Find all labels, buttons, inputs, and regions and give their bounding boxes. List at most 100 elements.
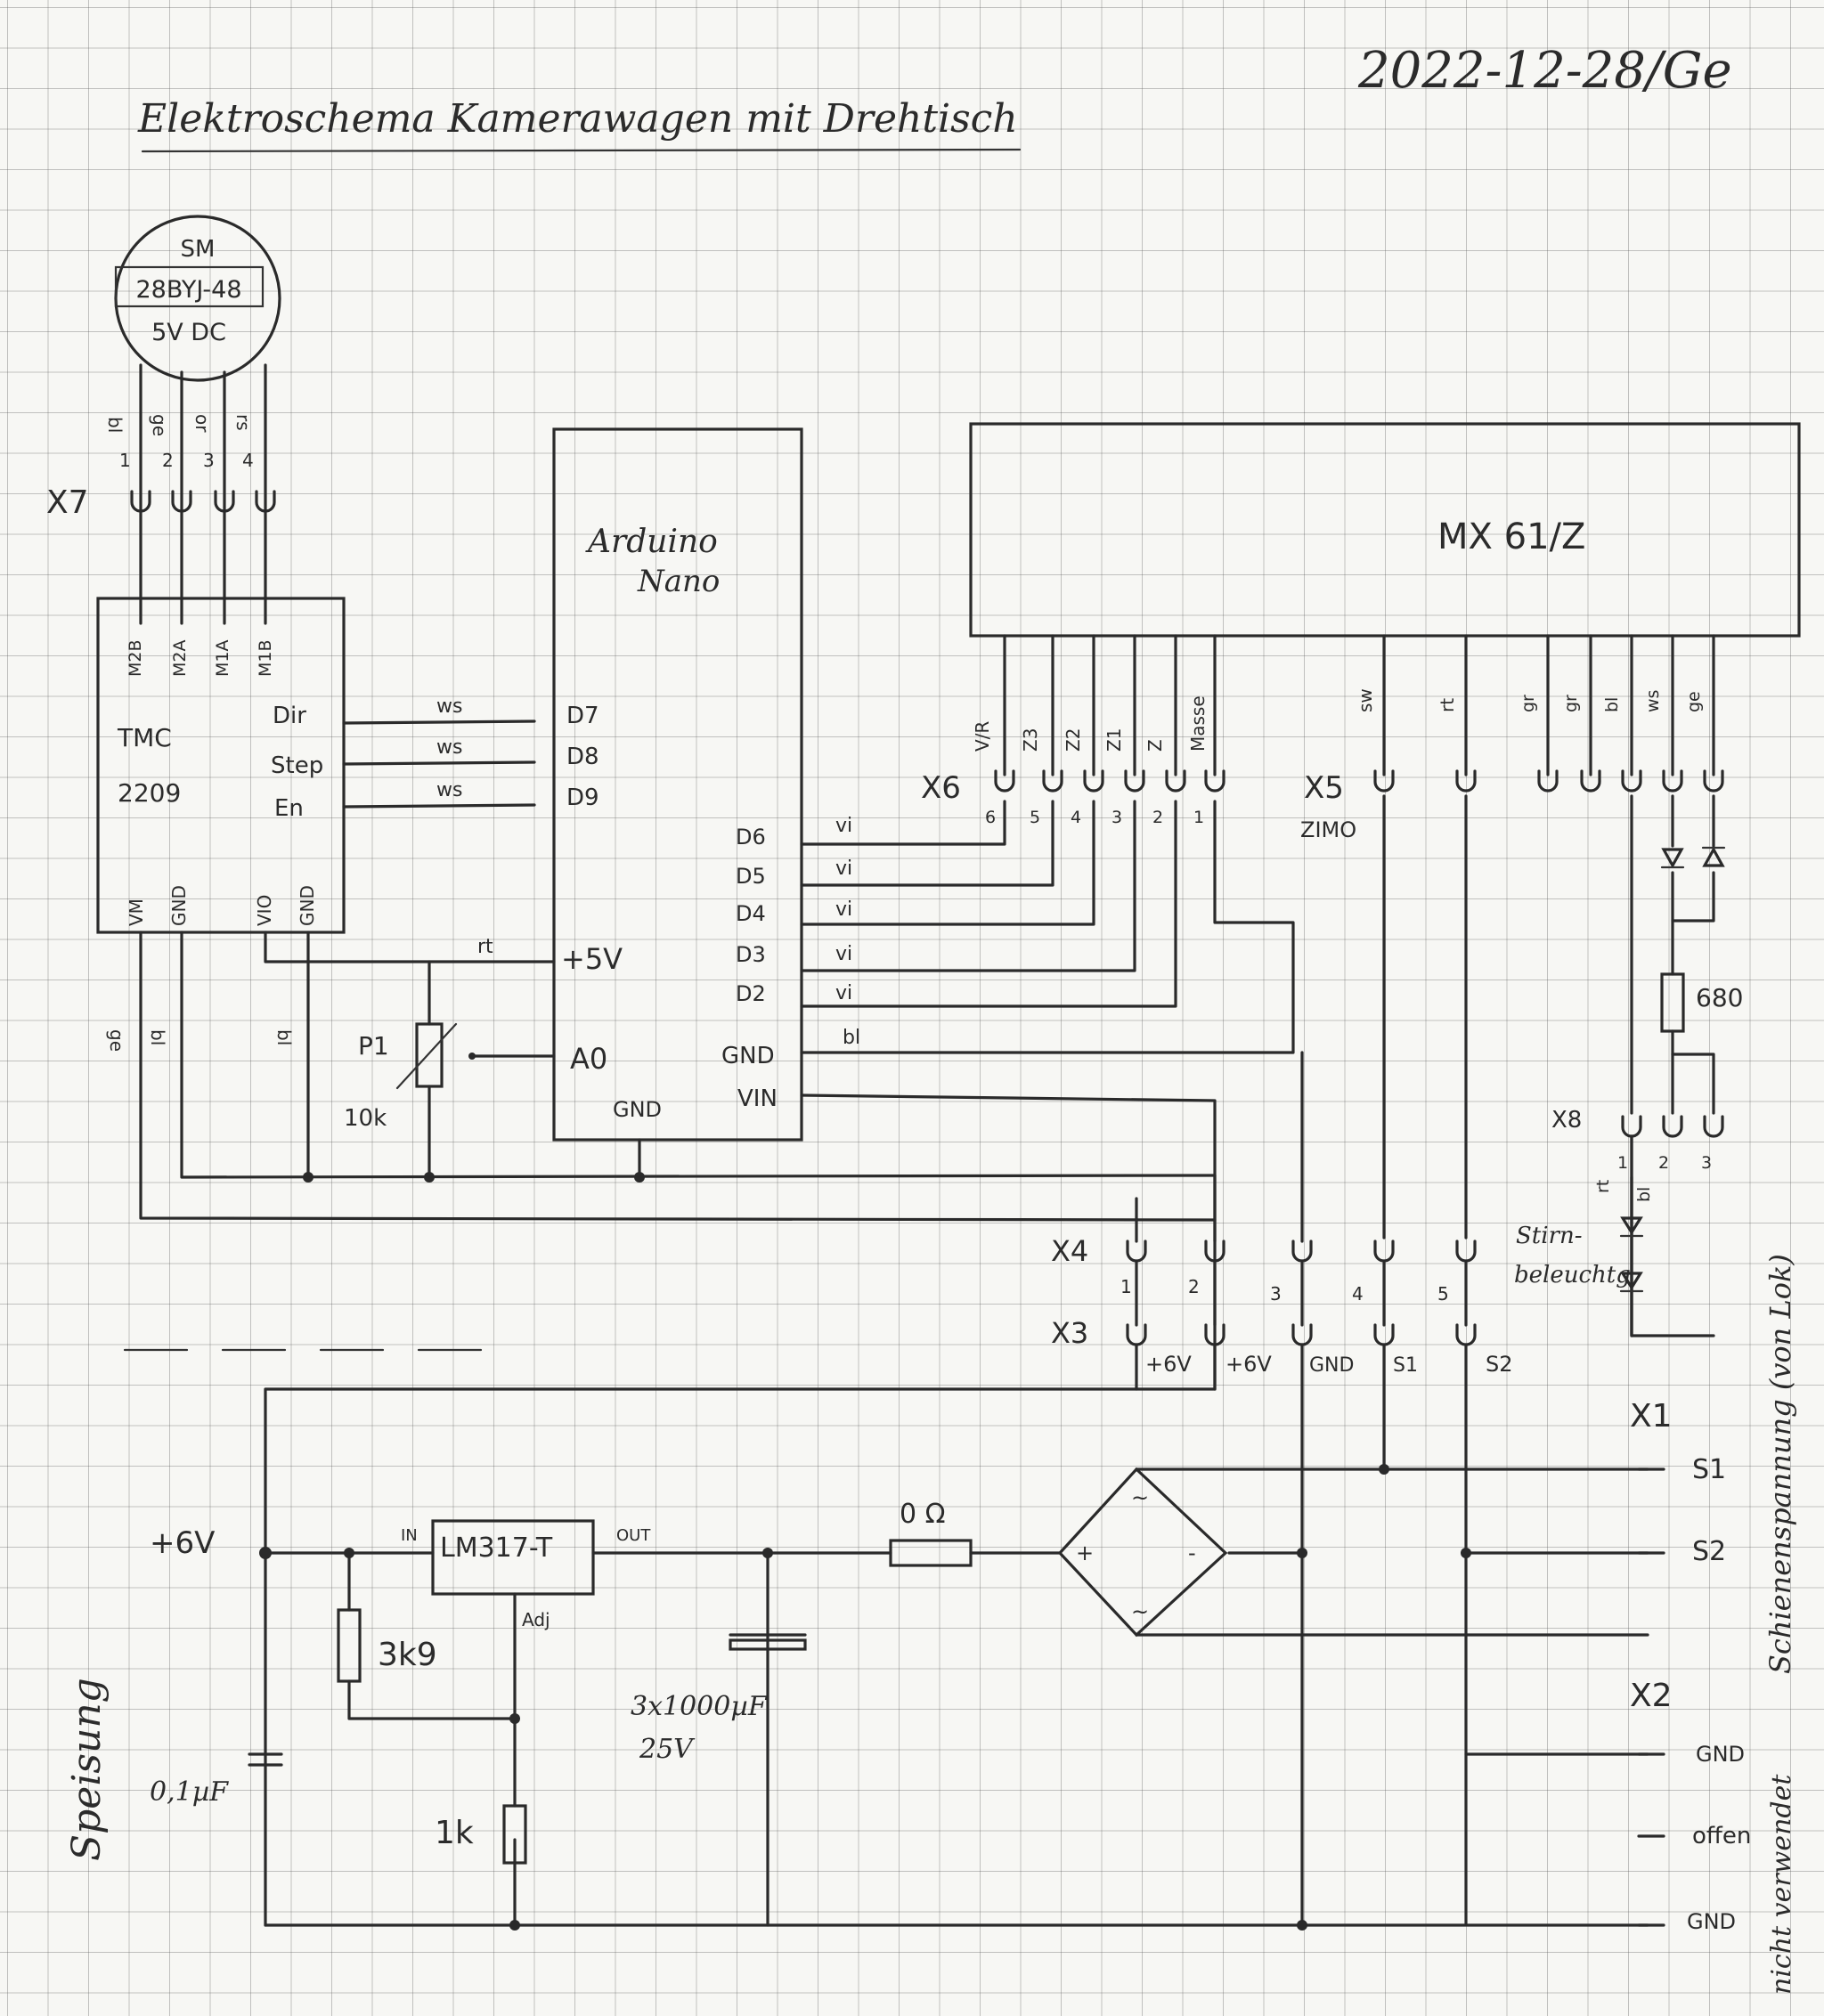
x1-s1-label: S1 [1692,1454,1726,1485]
arduino-pin-d8: D8 [566,744,599,770]
junction-gnd-3 [634,1172,645,1183]
schematic-title: Elektroschema Kamerawagen mit Drehtisch [137,96,1018,142]
wire-label-ws-3: ws [436,779,462,801]
capacitor-bank-label-1: 3x1000µF [631,1691,768,1722]
x2-offen-label: offen [1692,1823,1751,1849]
x34-pin-1: 1 [1120,1276,1132,1297]
tmc-pin-m1a: M1A [213,640,232,677]
junction-supply-5 [509,1920,520,1931]
junction-supply-4 [762,1548,773,1558]
x6-label-masse: Masse [1187,695,1209,752]
arduino-pin-d9: D9 [566,784,599,811]
junction-supply-2 [344,1548,354,1558]
date-signature: 2022-12-28/Ge [1357,42,1732,100]
wire-label-ws-1: ws [436,695,462,718]
x2-terminals [1637,1752,1665,1927]
x6-pin-1: 1 [1193,808,1204,827]
connector-x5-sub: ZIMO [1300,817,1356,842]
tmc-pin-en: En [274,795,304,822]
x5-label-ge: ge [1684,691,1704,712]
resistor-1k-label: 1k [435,1815,474,1851]
motor-wire-color-2: ge [149,414,170,436]
x6-label-z2: Z2 [1063,728,1084,752]
regulator-name: LM317-T [440,1532,553,1564]
arduino-pin-d4: D4 [736,901,766,926]
arduino-pin-gnd-right: GND [721,1043,775,1069]
arduino-pin-d5: D5 [736,864,766,889]
x6-pin-4: 4 [1071,808,1081,827]
svg-text:+: + [1076,1540,1094,1565]
tmc-pin-step: Step [271,752,323,779]
wire-label-vi-5: vi [835,982,852,1004]
regulator-lm317 [431,1519,595,1596]
tmc-power-wires [139,931,1217,1222]
arduino-x6-wires [800,800,1295,1391]
wire-label-rt-5v: rt [477,936,493,958]
arduino-pin-d2: D2 [736,981,766,1006]
x2-gnd1-label: GND [1696,1742,1745,1767]
tmc-name-2: 2209 [118,778,181,808]
junction-supply-1 [259,1547,272,1559]
tmc-pin-m1b: M1B [256,639,275,677]
x8-pin-3: 3 [1701,1153,1712,1173]
led-diodes [1660,846,1726,869]
tmc-pin-vio: VIO [254,895,275,926]
x2-gnd2-label: GND [1687,1909,1736,1934]
connector-x3-label: X3 [1051,1316,1088,1350]
capacitor-bank [729,1633,807,1651]
motor-label-voltage: 5V DC [151,319,226,346]
svg-text:~: ~ [1131,1599,1149,1624]
x3-label-6v-1: +6V [1145,1352,1192,1377]
arduino-pin-d6: D6 [736,825,766,849]
x6-wires [1003,634,1217,776]
x34-pin-5: 5 [1437,1283,1449,1305]
poti-value: 10k [344,1105,387,1132]
wire-label-vi-2: vi [835,858,852,880]
svg-text:~: ~ [1131,1485,1149,1510]
x6-pin-3: 3 [1112,808,1122,827]
motor-wire-color-4: rs [232,414,254,431]
poti-name: P1 [358,1031,389,1061]
motor-pin-2: 2 [162,450,174,471]
connector-x6-label: X6 [921,770,961,806]
x4-x3-wires [1135,1051,1468,1925]
x34-pin-3: 3 [1270,1283,1282,1305]
wire-label-vi-3: vi [835,898,852,921]
potentiometer-p1 [415,1022,444,1088]
decoder-name: MX 61/Z [1437,516,1585,557]
tmc-name-1: TMC [117,723,172,752]
wire-label-vi-1: vi [835,815,852,837]
supply-wires [264,1387,1649,1927]
x34-pin-4: 4 [1352,1283,1364,1305]
connector-x4-label: X4 [1051,1234,1088,1268]
x6-pin-5: 5 [1030,808,1040,827]
connector-x3 [1126,1323,1477,1346]
x5-track-wires [1382,794,1468,1240]
title-underline [141,148,1022,153]
motor-pin-1: 1 [119,450,131,471]
regulator-pin-adj: Adj [522,1609,550,1630]
resistor-680 [1660,972,1685,1033]
resistor-0-ohm [889,1539,973,1567]
wire-label-bl-2: bl [273,1029,295,1045]
supply-plus6v-label: +6V [150,1525,215,1561]
poti-wiper [468,1053,476,1060]
tmc-arduino-wires [342,719,536,809]
tmc-pin-dir: Dir [273,703,306,729]
connector-x8-label: X8 [1551,1107,1582,1134]
x8-wire-rt: rt [1593,1180,1613,1193]
x6-label-vr: V/R [972,721,993,752]
arduino-pin-a0: A0 [570,1042,607,1076]
x3-label-s2: S2 [1486,1352,1513,1377]
arduino-name-2: Nano [637,564,720,599]
poti-arrow [395,1022,458,1090]
x5-label-bl: bl [1602,697,1622,712]
connector-x7 [130,490,276,513]
x3-label-gnd: GND [1309,1354,1354,1377]
wire-label-ws-2: ws [436,736,462,759]
motor-label-sm: SM [181,236,216,263]
decoder-mx61z [969,422,1801,638]
x6-pin-6: 6 [985,808,996,827]
arduino-nano [552,427,803,1142]
